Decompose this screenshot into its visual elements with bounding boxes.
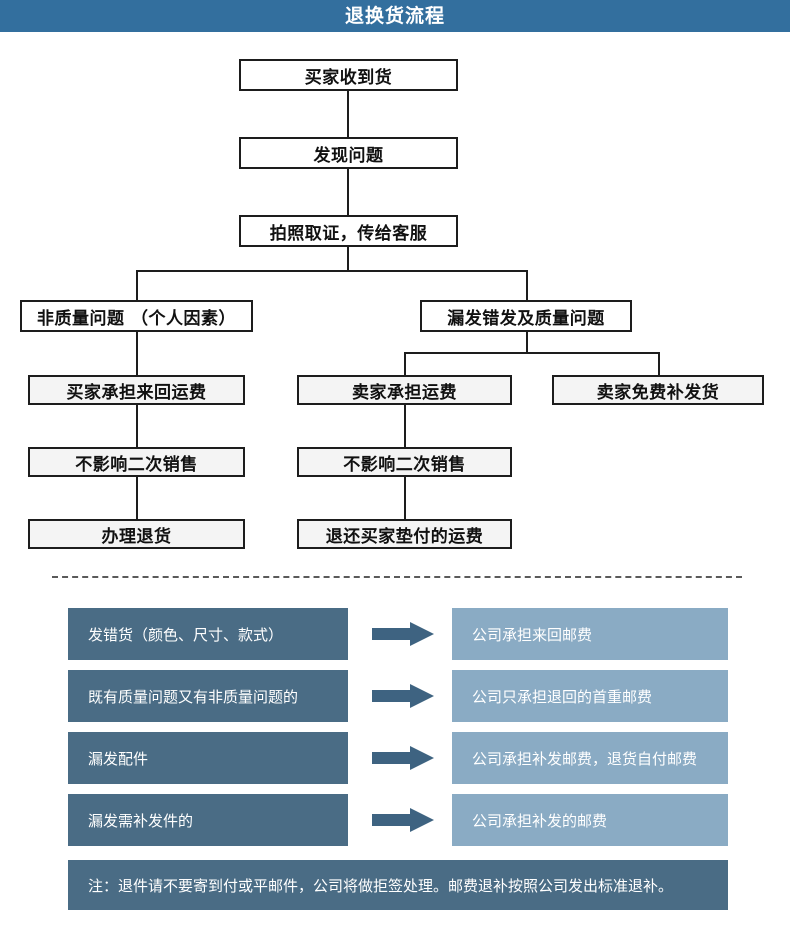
flow-node-resale-ok-left: 不影响二次销售	[28, 447, 245, 477]
flow-node-refund-shipping: 退还买家垫付的运费	[297, 519, 512, 549]
connector-n9-n11	[136, 477, 138, 519]
mapping-cause: 既有质量问题又有非质量问题的	[68, 670, 348, 722]
flow-node-found-problem: 发现问题	[239, 137, 458, 169]
flow-node-seller-pays-shipping: 卖家承担运费	[297, 375, 512, 405]
connector-n5-right	[658, 352, 660, 375]
mapping-row: 漏发需补发件的 公司承担补发的邮费	[0, 794, 790, 846]
mapping-row: 既有质量问题又有非质量问题的 公司只承担退回的首重邮费	[0, 670, 790, 722]
page-title: 退换货流程	[344, 4, 445, 27]
mapping-result: 公司承担来回邮费	[452, 608, 728, 660]
mapping-result: 公司承担补发邮费，退货自付邮费	[452, 732, 728, 784]
connector-n5-split	[526, 332, 528, 352]
flow-node-process-return: 办理退货	[28, 519, 245, 549]
section-divider	[52, 576, 742, 578]
connector-n1-n2	[347, 91, 349, 137]
mapping-cause: 发错货（颜色、尺寸、款式）	[68, 608, 348, 660]
arrow-right-icon	[372, 684, 434, 708]
connector-n2-n3	[347, 169, 349, 215]
mapping-cause: 漏发需补发件的	[68, 794, 348, 846]
flow-node-resale-ok-right: 不影响二次销售	[297, 447, 512, 477]
arrow-right-icon	[372, 808, 434, 832]
connector-n5-left	[404, 352, 406, 375]
flow-node-quality-issue: 漏发错发及质量问题	[420, 300, 632, 332]
connector-n3-split	[347, 247, 349, 270]
connector-n6-n9	[136, 405, 138, 447]
mapping-result: 公司承担补发的邮费	[452, 794, 728, 846]
connector-n5-horizontal	[404, 352, 660, 354]
connector-split-right	[526, 270, 528, 308]
connector-split-left	[136, 270, 138, 308]
connector-n7-n10	[404, 405, 406, 447]
mapping-result: 公司只承担退回的首重邮费	[452, 670, 728, 722]
connector-n4-n6	[136, 332, 138, 375]
arrow-right-icon	[372, 622, 434, 646]
flow-node-seller-free-reship: 卖家免费补发货	[552, 375, 764, 405]
flow-node-photo-evidence: 拍照取证，传给客服	[239, 215, 458, 247]
policy-mapping-table: 发错货（颜色、尺寸、款式） 公司承担来回邮费 既有质量问题又有非质量问题的 公司…	[0, 608, 790, 856]
flowchart: 买家收到货 发现问题 拍照取证，传给客服 非质量问题 （个人因素） 漏发错发及质…	[0, 32, 790, 562]
connector-n10-n12	[404, 477, 406, 519]
flow-node-buyer-received: 买家收到货	[239, 59, 458, 91]
connector-split-horizontal	[136, 270, 528, 272]
flow-node-buyer-pays-shipping: 买家承担来回运费	[28, 375, 245, 405]
note-bar: 注：退件请不要寄到付或平邮件，公司将做拒签处理。邮费退补按照公司发出标准退补。	[68, 860, 728, 910]
flow-node-non-quality-issue: 非质量问题 （个人因素）	[20, 300, 253, 332]
mapping-row: 漏发配件 公司承担补发邮费，退货自付邮费	[0, 732, 790, 784]
mapping-cause: 漏发配件	[68, 732, 348, 784]
mapping-row: 发错货（颜色、尺寸、款式） 公司承担来回邮费	[0, 608, 790, 660]
page-header: 退换货流程	[0, 0, 790, 32]
arrow-right-icon	[372, 746, 434, 770]
